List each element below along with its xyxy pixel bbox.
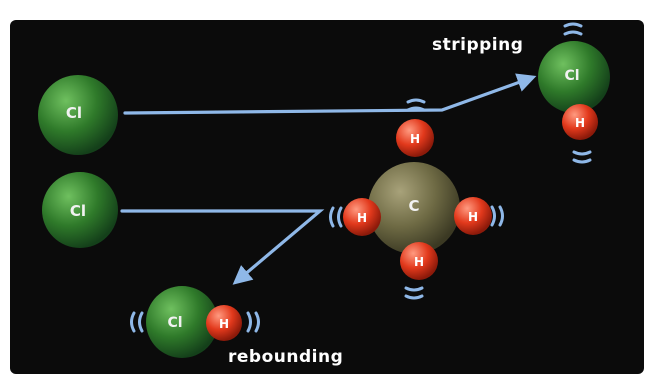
vibration-wiggle xyxy=(572,158,592,164)
hydrogen-sphere xyxy=(562,104,598,140)
stripping-arrow xyxy=(123,73,537,115)
chlorine-atom-top: Cl xyxy=(38,75,118,155)
hydrogen-sphere xyxy=(206,305,242,341)
hydrogen-label: H xyxy=(575,116,585,130)
vibration-wiggle xyxy=(406,98,426,104)
hydrogen-label: H xyxy=(357,211,367,225)
hydrogen-label: H xyxy=(219,317,229,331)
hydrogen-sphere xyxy=(396,119,434,157)
chlorine-label: Cl xyxy=(70,202,86,220)
vibration-wiggle xyxy=(498,205,504,227)
chlorine-sphere xyxy=(42,172,118,248)
diagram-background xyxy=(10,20,644,374)
carbon-sphere xyxy=(368,162,460,254)
rebounding-arrow xyxy=(120,209,325,285)
vibration-wiggle xyxy=(254,311,260,333)
vibration-wiggle xyxy=(337,206,343,228)
hydrogen-sphere xyxy=(454,197,492,235)
vibration-wiggle xyxy=(246,311,252,333)
vibration-wiggle xyxy=(563,22,583,28)
hcl-stripped: Cl H xyxy=(538,22,610,164)
hydrogen-sphere xyxy=(400,242,438,280)
carbon-label: C xyxy=(408,197,419,215)
methane-molecule: C H H H H xyxy=(329,98,504,300)
rebounding-caption: rebounding xyxy=(228,347,343,367)
vibration-wiggle xyxy=(490,205,496,227)
vibration-wiggle xyxy=(130,311,136,333)
vibration-wiggle xyxy=(138,311,144,333)
chlorine-label: Cl xyxy=(66,104,82,122)
chlorine-label: Cl xyxy=(167,315,182,331)
vibration-wiggle xyxy=(329,206,335,228)
vibration-wiggle xyxy=(572,150,592,156)
stripping-caption: stripping xyxy=(432,35,523,55)
hcl-rebounding: Cl H xyxy=(130,286,260,358)
vibration-wiggle xyxy=(404,294,424,300)
hydrogen-label: H xyxy=(414,255,424,269)
chlorine-sphere xyxy=(538,41,610,113)
vibration-wiggle xyxy=(563,30,583,36)
vibration-wiggle xyxy=(406,106,426,112)
chlorine-sphere xyxy=(38,75,118,155)
hydrogen-sphere xyxy=(343,198,381,236)
hydrogen-label: H xyxy=(468,210,478,224)
chlorine-label: Cl xyxy=(564,68,579,84)
chlorine-sphere xyxy=(146,286,218,358)
vibration-wiggle xyxy=(404,286,424,292)
chlorine-atom-bottom: Cl xyxy=(42,172,118,248)
hydrogen-label: H xyxy=(410,132,420,146)
